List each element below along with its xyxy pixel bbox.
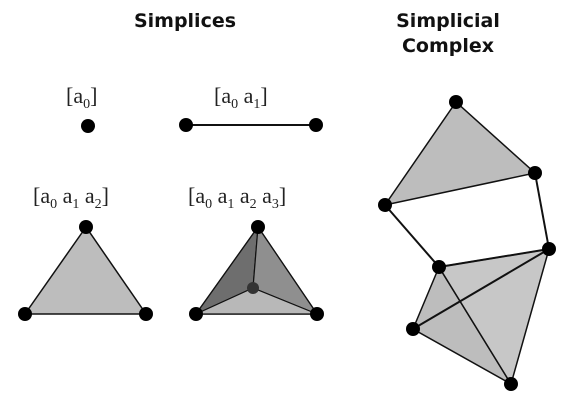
vertex-a1 xyxy=(309,118,323,132)
complex-vertex-4 xyxy=(542,242,556,256)
vertex-a0 xyxy=(79,220,93,234)
complex-edge-diagonal xyxy=(412,248,550,330)
tetra-bottom-face xyxy=(195,287,318,315)
heading-simplicial: Simplicial xyxy=(396,10,500,32)
vertex-a3-hidden xyxy=(247,282,259,294)
complex-vertex-1 xyxy=(449,95,463,109)
vertex-a1 xyxy=(18,307,32,321)
heading-complex: Complex xyxy=(402,35,494,57)
complex-edge-base xyxy=(438,248,550,268)
simplicial-complex xyxy=(378,95,556,391)
vertex-a2 xyxy=(310,307,324,321)
complex-vertex-6 xyxy=(406,322,420,336)
simplex-3: [a0 a1 a2 a3] xyxy=(188,183,324,321)
heading-simplices: Simplices xyxy=(134,10,236,32)
complex-vertex-7 xyxy=(504,377,518,391)
simplex-2: [a0 a1 a2] xyxy=(18,183,153,321)
label-simplex-0: [a0] xyxy=(66,83,97,112)
label-simplex-3: [a0 a1 a2 a3] xyxy=(188,183,286,212)
simplex-1: [a0 a1] xyxy=(179,83,323,132)
complex-vertex-5 xyxy=(432,260,446,274)
triangle-face xyxy=(23,225,148,315)
complex-vertex-2 xyxy=(528,166,542,180)
complex-edge-right xyxy=(534,172,550,250)
complex-triangle-top xyxy=(383,100,537,207)
complex-vertex-3 xyxy=(378,198,392,212)
label-simplex-2: [a0 a1 a2] xyxy=(33,183,109,212)
vertex-a2 xyxy=(139,307,153,321)
vertex-a0 xyxy=(179,118,193,132)
complex-edge-left-arc xyxy=(384,204,440,268)
vertex-a0 xyxy=(81,119,95,133)
label-simplex-1: [a0 a1] xyxy=(214,83,268,112)
vertex-a1 xyxy=(189,307,203,321)
vertex-a0 xyxy=(251,220,265,234)
simplex-0: [a0] xyxy=(66,83,97,133)
